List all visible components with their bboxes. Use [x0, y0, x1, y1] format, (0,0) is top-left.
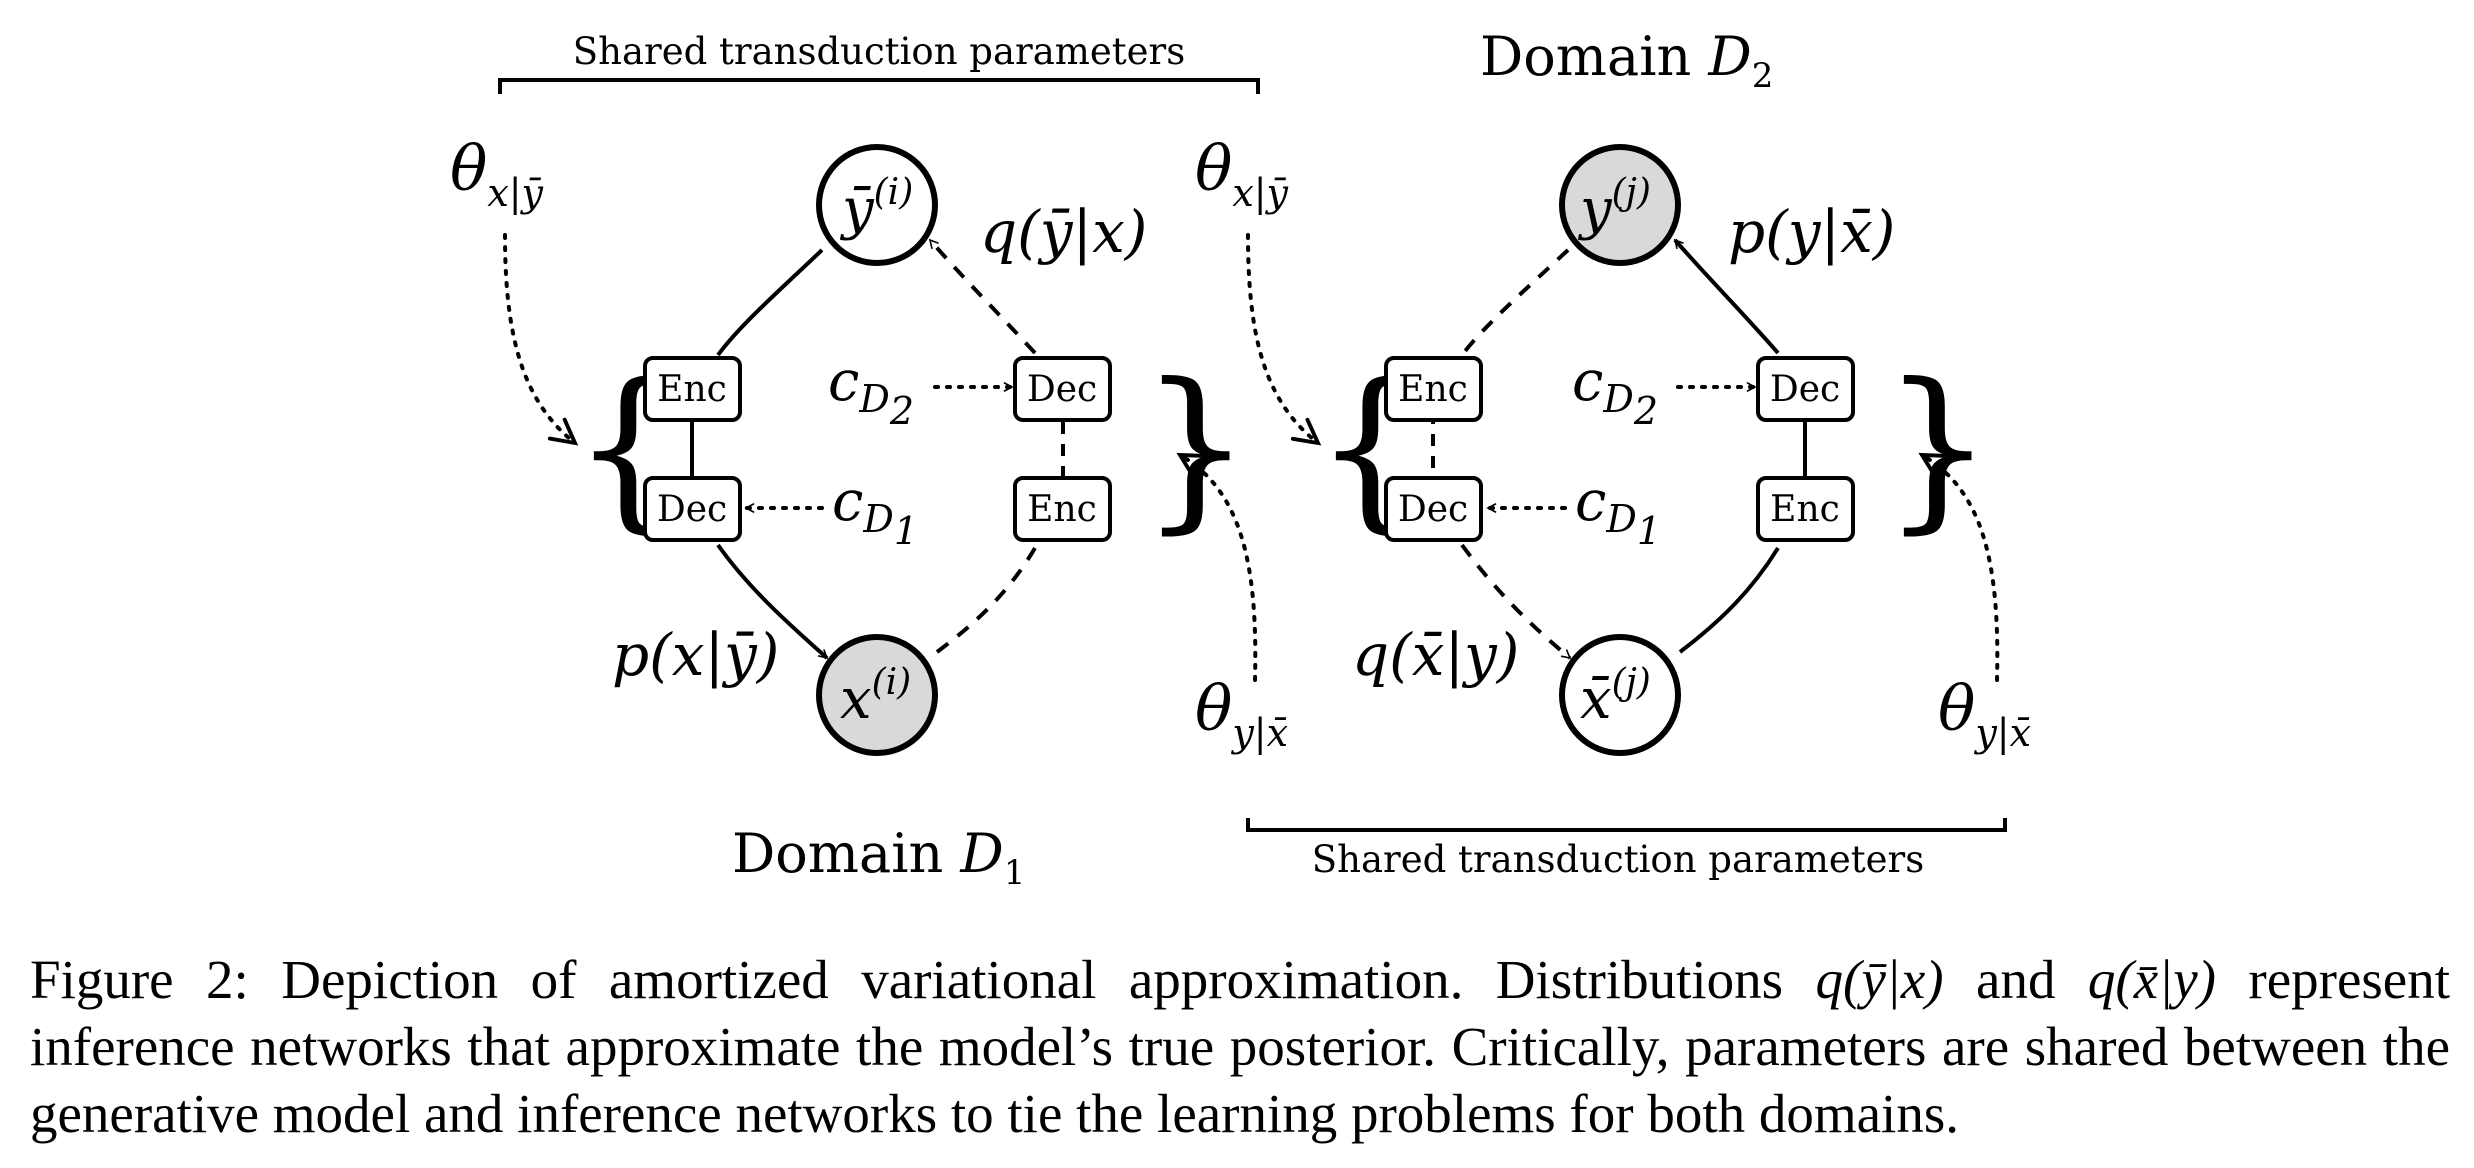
c-top-right-label: cD2 — [1572, 349, 1658, 433]
svg-text:x̄(j): x̄(j) — [1580, 662, 1651, 732]
edge-top-node-to-enc-right — [1460, 248, 1570, 357]
edge-top-node-to-enc — [716, 248, 824, 357]
dist-bottom-left: p(x|ȳ) — [612, 621, 779, 689]
theta-bottom-left-arrow — [1176, 452, 1258, 682]
top-node-right: y(j) — [1559, 144, 1681, 266]
diagram: Shared transduction parameters θx|ȳ { } … — [450, 25, 2031, 893]
theta-bottom-left: θy|x̄ — [1195, 672, 1288, 755]
left-group: Shared transduction parameters θx|ȳ { } … — [450, 30, 1288, 893]
caption-text-2: and — [1943, 949, 2088, 1010]
right-box-enc: Enc — [1013, 476, 1112, 542]
c-bottom-right-label: cD1 — [1575, 469, 1661, 553]
edge-dec-to-bottom-node-right — [1460, 543, 1570, 660]
theta-top-right: θx|ȳ — [1195, 132, 1289, 215]
caption-math-2: q(x̄|y) — [2087, 949, 2216, 1010]
svg-text:x(i): x(i) — [840, 662, 911, 732]
svg-text:y(j): y(j) — [1577, 172, 1651, 242]
edge-dec-to-bottom-node — [716, 543, 829, 660]
bottom-node-left: x(i) — [816, 634, 938, 756]
left-box-enc: Enc — [643, 356, 742, 422]
dist-bottom-right: q(x̄|y) — [1352, 621, 1519, 689]
svg-text:Dec: Dec — [1770, 369, 1840, 410]
shared-params-bracket-right — [1246, 818, 2007, 832]
theta-bottom-right-arrow — [1918, 452, 2000, 682]
svg-text:Enc: Enc — [657, 369, 727, 410]
domain-label-left: Domain D1 — [732, 822, 1025, 893]
edge-bottom-node-to-enc — [935, 546, 1037, 654]
svg-text:Dec: Dec — [1027, 369, 1097, 410]
domain-label-right: Domain D2 — [1480, 25, 1773, 96]
svg-text:ȳ(i): ȳ(i) — [839, 172, 913, 242]
left-box-dec: Dec — [643, 476, 742, 542]
shared-params-bracket-left — [498, 78, 1260, 94]
c-bottom-left-label: cD1 — [832, 469, 918, 553]
right-group: Domain D2 θx|ȳ { } θy|x̄ Shared transduc… — [1195, 25, 2031, 881]
brace-right-right: } — [1882, 347, 1993, 550]
caption-text-3: represent inference networks that approx… — [30, 949, 2450, 1144]
svg-text:Dec: Dec — [657, 489, 727, 530]
shared-params-label-right: Shared transduction parameters — [1312, 838, 1924, 881]
bottom-node-right: x̄(j) — [1559, 634, 1681, 756]
svg-text:Enc: Enc — [1027, 489, 1097, 530]
theta-top-left: θx|ȳ — [450, 132, 544, 215]
brace-right-left: } — [1140, 347, 1251, 550]
caption-text-1: Figure 2: Depiction of amortized variati… — [30, 949, 1816, 1010]
theta-top-right-arrow — [1246, 233, 1322, 446]
caption-math-1: q(ȳ|x) — [1815, 949, 1944, 1010]
shared-params-label-left: Shared transduction parameters — [573, 30, 1185, 73]
theta-bottom-right: θy|x̄ — [1938, 672, 2031, 755]
right-group-box-dec-left: Dec — [1384, 476, 1483, 542]
dist-top-right: p(y|x̄) — [1728, 198, 1895, 266]
top-node-left: ȳ(i) — [816, 144, 938, 266]
figure-caption: Figure 2: Depiction of amortized variati… — [30, 946, 2450, 1147]
right-box-dec: Dec — [1013, 356, 1112, 422]
edge-bottom-node-to-enc-right — [1678, 546, 1780, 654]
svg-text:Dec: Dec — [1398, 489, 1468, 530]
right-group-box-enc-right: Enc — [1756, 476, 1855, 542]
theta-top-left-arrow — [503, 233, 579, 446]
svg-text:Enc: Enc — [1770, 489, 1840, 530]
c-top-left-label: cD2 — [828, 349, 914, 433]
edge-dec-to-top-node — [928, 238, 1037, 355]
svg-text:Enc: Enc — [1398, 369, 1468, 410]
edge-dec-to-top-node-right — [1673, 238, 1780, 355]
right-group-box-enc-left: Enc — [1384, 356, 1483, 422]
right-group-box-dec-right: Dec — [1756, 356, 1855, 422]
dist-top-left: q(ȳ|x) — [980, 198, 1147, 266]
